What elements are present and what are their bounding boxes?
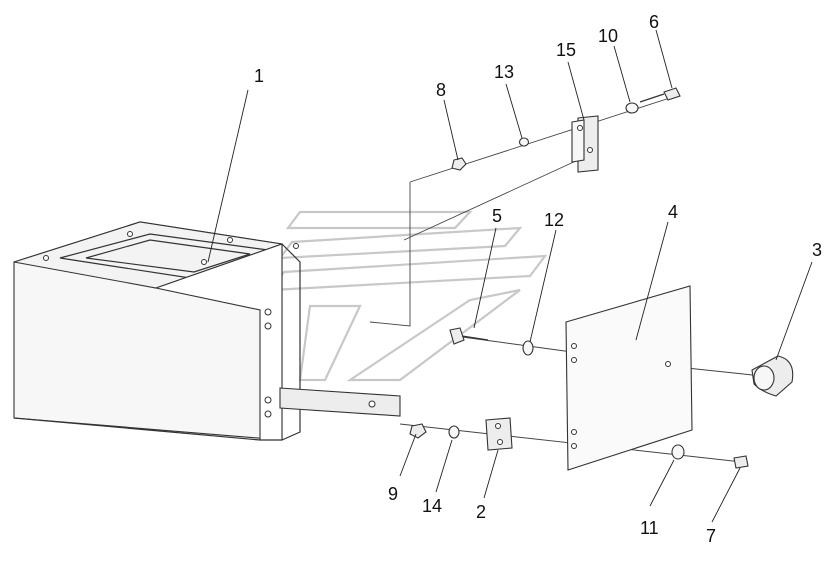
screw-part-7: [733, 455, 749, 469]
callout-12: 12: [544, 210, 564, 230]
callout-14: 14: [422, 496, 442, 516]
callout-11: 11: [640, 518, 659, 538]
bolt-part-6: [639, 87, 681, 103]
lid-panel-part-4: [565, 285, 693, 471]
assembly-axes: [369, 95, 763, 463]
washer-part-10: [625, 102, 639, 114]
washer-part-13: [518, 137, 530, 147]
nut-part-9: [409, 423, 427, 439]
callout-15: 15: [556, 40, 576, 60]
knob-part-3: [751, 355, 794, 397]
nut-part-8: [451, 157, 467, 171]
callout-13: 13: [494, 62, 514, 82]
watermark-logo: [269, 210, 548, 382]
housing-part-1: [13, 221, 401, 441]
callout-6: 6: [649, 12, 659, 32]
bolt-part-5: [449, 327, 489, 345]
callout-5: 5: [492, 206, 502, 226]
callout-4: 4: [668, 202, 678, 222]
callout-9: 9: [388, 484, 398, 504]
washer-part-12: [522, 340, 534, 356]
callout-10: 10: [598, 26, 618, 46]
washer-part-11: [671, 444, 685, 460]
callout-1: 1: [254, 66, 264, 86]
callout-7: 7: [706, 526, 716, 546]
callout-3: 3: [812, 240, 822, 260]
bracket-part-15: [571, 115, 599, 173]
callout-8: 8: [436, 80, 446, 100]
callout-labels: 1 2 3 4 5 6 7 8 9 10 11 12 13 14 15: [254, 12, 822, 546]
leader-lines: [207, 29, 813, 523]
hinge-part-2: [485, 417, 513, 451]
washer-part-14: [448, 425, 460, 439]
callout-2: 2: [476, 502, 486, 522]
